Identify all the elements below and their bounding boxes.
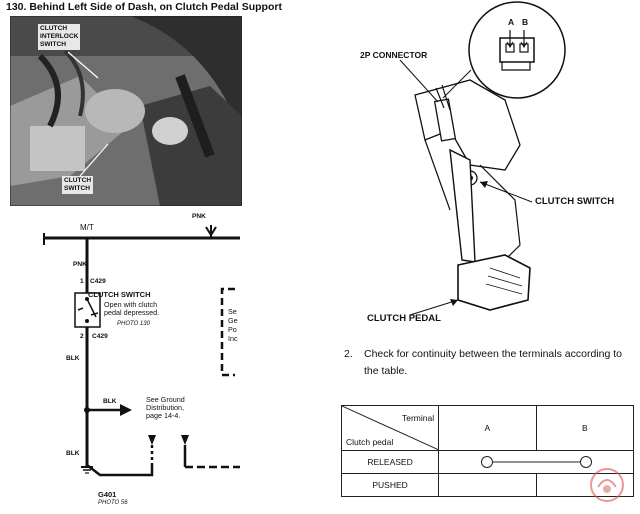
step-number: 2. <box>344 348 353 360</box>
ground-ref-line: See Ground <box>146 395 185 404</box>
label-side-note: Se Ge Po Inc <box>228 307 238 343</box>
clutch-pedal-diagram: A B 2P CONNECTOR CLUTCH SWITCH CLUTCH PE… <box>330 0 640 335</box>
side-note-line: Ge <box>228 316 238 325</box>
label-ground-id: G401 <box>98 490 117 499</box>
label-pin2: 2 <box>80 333 84 340</box>
label-pin1: 1 <box>80 278 84 285</box>
side-note-line: Inc <box>228 334 238 343</box>
component-photo: CLUTCH INTERLOCK SWITCH CLUTCH SWITCH <box>10 16 242 206</box>
continuity-table: Terminal Clutch pedal A B RELEASED PUSHE… <box>340 405 635 497</box>
label-ground-photo: PHOTO 56 <box>98 500 128 506</box>
label-ground-ref: See Ground Distribution, page 14-4. <box>146 396 185 420</box>
photo-image <box>10 16 242 206</box>
side-note-line: Se <box>228 307 237 316</box>
wiring-lines <box>43 225 240 477</box>
label-clutch-switch: CLUTCH SWITCH <box>535 196 615 207</box>
cell-pushed-a <box>438 473 537 497</box>
photo-label-line: CLUTCH <box>40 25 68 32</box>
table-row: PUSHED <box>340 473 635 497</box>
photo-label-line: CLUTCH <box>64 177 92 184</box>
label-clutch-pedal: CLUTCH PEDAL <box>367 313 441 324</box>
switch-desc-line: pedal depressed. <box>104 308 160 317</box>
table-row: RELEASED <box>340 450 634 474</box>
header-terminal: Terminal <box>402 413 435 423</box>
label-pnk-top: PNK <box>192 213 206 220</box>
label-pin-b: B <box>522 17 529 27</box>
header-col-b: B <box>535 405 635 451</box>
ground-ref-line: page 14-4. <box>146 411 181 420</box>
photo-title: 130. Behind Left Side of Dash, on Clutch… <box>6 1 282 13</box>
label-blk-1: BLK <box>66 355 80 362</box>
photo-leader-lines <box>67 51 109 177</box>
label-switch-title: CLUTCH SWITCH <box>88 290 151 299</box>
label-pnk-left: PNK <box>73 261 87 268</box>
side-note-line: Po <box>228 325 237 334</box>
row-label-released: RELEASED <box>340 450 440 474</box>
label-blk-2: BLK <box>103 398 117 405</box>
wiring-diagram: M/T PNK PNK 1 C429 CLUTCH SWITCH Open wi… <box>0 205 250 509</box>
label-pin-a: A <box>508 17 515 27</box>
header-col-a: A <box>438 405 537 451</box>
label-photo-ref: PHOTO 130 <box>117 321 150 327</box>
photo-label-interlock: CLUTCH INTERLOCK SWITCH <box>38 24 81 50</box>
photo-label-switch: CLUTCH SWITCH <box>62 176 94 194</box>
watermark-logo <box>580 465 634 505</box>
label-mt: M/T <box>80 223 94 232</box>
corner-diagonal <box>342 406 439 450</box>
header-pedal: Clutch pedal <box>346 437 394 447</box>
photo-label-line: INTERLOCK <box>40 33 79 40</box>
label-conn-bottom: C429 <box>92 333 108 340</box>
watermark-icon <box>590 468 624 502</box>
ground-ref-line: Distribution, <box>146 403 184 412</box>
label-2p-connector: 2P CONNECTOR <box>360 50 428 60</box>
pedal-illustration <box>399 1 566 316</box>
switch-desc-line: Open with clutch <box>104 300 158 309</box>
step-text: Check for continuity between the termina… <box>364 348 622 377</box>
row-label-pushed: PUSHED <box>340 473 440 497</box>
label-conn-top: C429 <box>90 278 106 285</box>
cell-pushed-b <box>535 473 635 497</box>
table-header-corner: Terminal Clutch pedal <box>340 405 440 451</box>
label-switch-desc: Open with clutch pedal depressed. <box>104 301 159 317</box>
label-blk-3: BLK <box>66 450 80 457</box>
continuity-mark <box>481 456 593 468</box>
photo-label-line: SWITCH <box>64 185 91 192</box>
photo-label-line: SWITCH <box>40 41 67 48</box>
